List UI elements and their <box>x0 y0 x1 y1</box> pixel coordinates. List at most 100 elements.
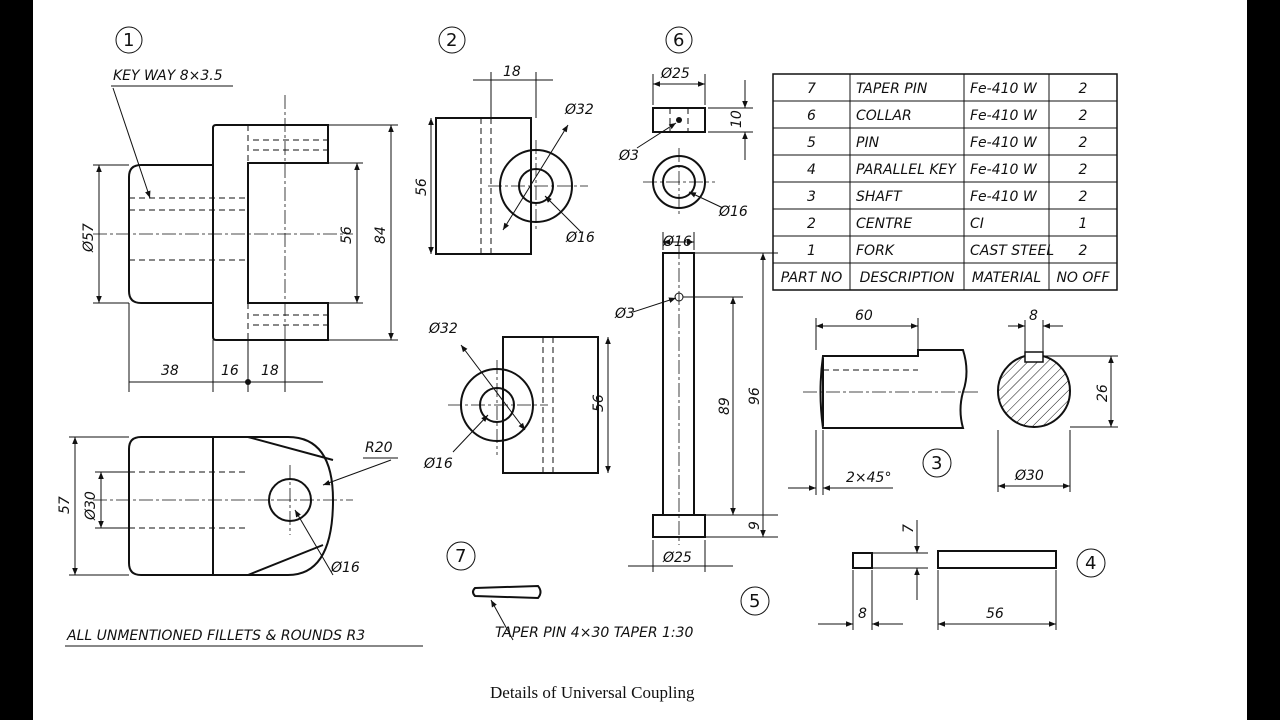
taper-pin-view: 7 TAPER PIN 4×30 TAPER 1:30 <box>446 541 694 641</box>
dim-pin-96: 96 <box>747 387 763 405</box>
parts-table-header-cell: MATERIAL <box>972 270 1041 286</box>
parts-table-cell: 4 <box>807 162 816 178</box>
dim-fork-d57: Ø57 <box>81 223 97 253</box>
parts-table-cell: 2 <box>1079 108 1088 124</box>
fork-top-view: 57 Ø30 R20 Ø16 ALL UNMENTIONED FILLETS &… <box>57 436 423 647</box>
fork-top-outline <box>128 436 335 576</box>
parts-table-cell: 2 <box>807 216 816 232</box>
parts-table-cell: CI <box>970 216 984 232</box>
dim-centre-lower-d16: Ø16 <box>423 456 453 472</box>
parts-table-cell: Fe-410 W <box>970 135 1038 151</box>
dim-pin-89: 89 <box>717 397 733 415</box>
dim-fork-16: 16 <box>221 363 239 379</box>
fork-front-view: 1 KEY WAY 8×3.5 Ø57 56 84 <box>81 26 398 392</box>
part-number-7: 7 <box>455 546 466 567</box>
collar-side <box>652 107 706 133</box>
dim-centre-d16: Ø16 <box>565 230 595 246</box>
parts-table-header-cell: PART NO <box>781 270 843 286</box>
fork-outline <box>128 124 329 341</box>
part-number-4: 4 <box>1085 553 1096 574</box>
parts-table-cell: 6 <box>807 108 816 124</box>
dim-centre-18: 18 <box>503 64 521 80</box>
dim-centre-d32: Ø32 <box>564 102 594 118</box>
drawing-caption: Details of Universal Coupling <box>490 683 695 702</box>
dim-fork-18: 18 <box>261 363 279 379</box>
dim-pin-d25: Ø25 <box>662 550 692 566</box>
dim-collar-d3: Ø3 <box>618 148 639 164</box>
dim-key-56: 56 <box>986 606 1004 622</box>
parts-table-cell: 2 <box>1079 135 1088 151</box>
collar-views: 6 Ø25 10 Ø3 Ø16 <box>618 26 753 220</box>
key-views: 4 7 8 56 <box>818 520 1106 630</box>
parts-table-cell: Fe-410 W <box>970 162 1038 178</box>
part-number-3: 3 <box>931 453 942 474</box>
dim-key-8: 8 <box>858 606 867 622</box>
keyway-leader <box>112 87 151 199</box>
parts-table-cell: 2 <box>1079 81 1088 97</box>
parts-table-cell: CAST STEEL <box>970 243 1054 259</box>
dim-collar-d25: Ø25 <box>660 66 690 82</box>
dim-pin-d16: Ø16 <box>662 234 692 250</box>
technical-drawing: 1 KEY WAY 8×3.5 Ø57 56 84 <box>57 26 1118 702</box>
dim-shaft-chamfer: 2×45° <box>846 470 891 486</box>
dim-fork-d16: Ø16 <box>330 560 360 576</box>
shaft-section <box>997 354 1071 428</box>
dim-fork-top-57: 57 <box>57 496 73 514</box>
part-number-5: 5 <box>749 591 760 612</box>
dim-shaft-8: 8 <box>1029 308 1038 324</box>
parts-table: 7 TAPER PIN Fe-410 W 2 6 COLLAR Fe-410 W 2 5 PIN F… <box>772 73 1118 291</box>
dim-shaft-26: 26 <box>1095 384 1111 402</box>
parts-table-header-cell: NO OFF <box>1056 270 1110 286</box>
shaft-side <box>819 349 968 429</box>
dim-fork-84: 84 <box>373 226 389 244</box>
parts-table-cell: 2 <box>1079 162 1088 178</box>
parts-table-header-cell: DESCRIPTION <box>860 270 955 286</box>
parts-table-cell: 1 <box>1079 216 1088 232</box>
keyway-note: KEY WAY 8×3.5 <box>113 68 223 84</box>
parts-table-cell: TAPER PIN <box>856 81 928 97</box>
dim-key-7: 7 <box>901 524 917 533</box>
taper-pin-note: TAPER PIN 4×30 TAPER 1:30 <box>495 625 694 641</box>
parts-table-cell: Fe-410 W <box>970 189 1038 205</box>
dim-fork-r20: R20 <box>365 440 393 456</box>
pin-view: 5 Ø16 Ø3 89 96 9 Ø25 <box>614 232 778 616</box>
dim-shaft-60: 60 <box>855 308 873 324</box>
taper-pin-shape <box>472 584 542 600</box>
dim-collar-d16: Ø16 <box>718 204 748 220</box>
parts-table-cell: 7 <box>807 81 816 97</box>
parts-table-cell: Fe-410 W <box>970 108 1038 124</box>
drawing-sheet: 1 KEY WAY 8×3.5 Ø57 56 84 <box>33 0 1247 720</box>
dim-centre-56: 56 <box>414 178 430 196</box>
shaft-keyway <box>1024 351 1044 363</box>
dim-fork-38: 38 <box>161 363 179 379</box>
key-end-view <box>852 552 873 569</box>
parts-table-cell: 2 <box>1079 243 1088 259</box>
dim-pin-d3: Ø3 <box>614 306 635 322</box>
parts-table-cell: 2 <box>1079 189 1088 205</box>
dim-fork-56: 56 <box>339 226 355 244</box>
parts-table-cell: CENTRE <box>856 216 912 232</box>
pin-shank <box>662 252 695 516</box>
key-side-view <box>937 550 1057 569</box>
fillets-note: ALL UNMENTIONED FILLETS & ROUNDS R3 <box>66 628 365 644</box>
shaft-views: 3 60 2×45° 8 26 Ø30 <box>788 308 1118 495</box>
dim-shaft-d30: Ø30 <box>1014 468 1044 484</box>
dim-centre-lower-56: 56 <box>591 394 607 412</box>
part-number-6: 6 <box>673 30 684 51</box>
centre-views: 2 18 56 Ø32 Ø16 56 Ø32 Ø16 <box>414 26 611 474</box>
part-number-2: 2 <box>446 30 457 51</box>
parts-table-cell: 1 <box>807 243 816 259</box>
part-number-1-circle <box>115 26 143 54</box>
parts-table-cell: PARALLEL KEY <box>856 162 957 178</box>
parts-table-cell: PIN <box>856 135 880 151</box>
dim-pin-9: 9 <box>747 521 763 530</box>
parts-table-cell: Fe-410 W <box>970 81 1038 97</box>
part-number-1: 1 <box>123 30 134 51</box>
parts-table-cell: 5 <box>807 135 816 151</box>
dim-fork-d30: Ø30 <box>83 491 99 521</box>
dim-collar-10: 10 <box>729 110 745 128</box>
dim-centre-lower-d32: Ø32 <box>428 321 458 337</box>
parts-table-cell: COLLAR <box>856 108 912 124</box>
parts-table-cell: 3 <box>807 189 816 205</box>
parts-table-cell: FORK <box>856 243 896 259</box>
